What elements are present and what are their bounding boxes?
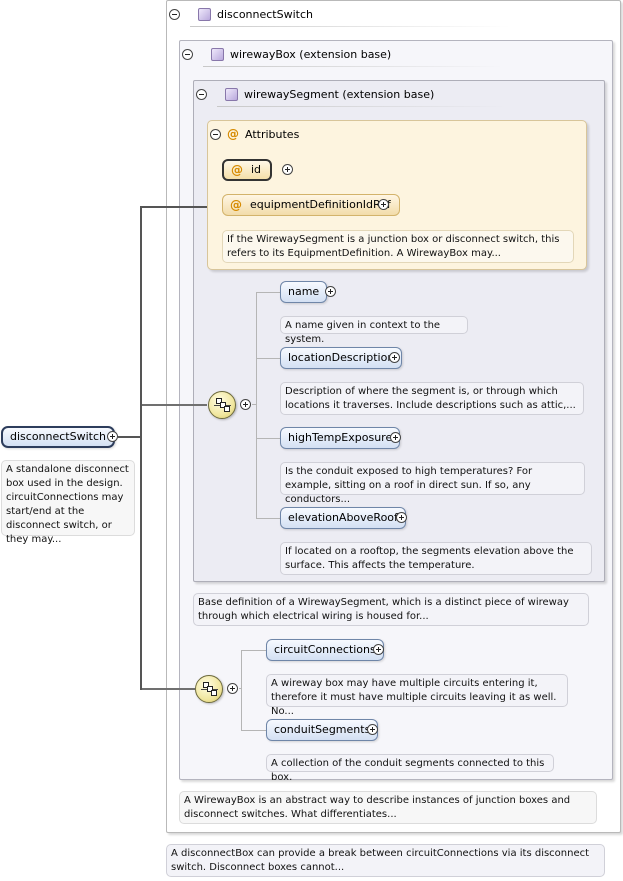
sequence-stub-line [239, 688, 242, 689]
doc-text: A standalone disconnect box used in the … [6, 464, 129, 545]
element-label: locationDescription [288, 351, 395, 364]
element-location-description[interactable]: locationDescription [280, 347, 403, 369]
attributes-title: Attributes [245, 127, 300, 141]
branch-line [256, 518, 280, 519]
disconnect-switch-type-title: disconnectSwitch [217, 8, 313, 21]
sequence-icon [195, 675, 223, 703]
collapse-icon[interactable] [196, 89, 207, 100]
doc-text: If the WirewaySegment is a junction box … [227, 234, 560, 259]
wireway-segment-header: wirewaySegment (extension base) [196, 88, 434, 101]
element-label: circuitConnections [274, 643, 376, 656]
collapse-icon[interactable] [107, 431, 118, 442]
expand-icon[interactable] [396, 512, 407, 523]
element-elevation-above-roof-doc: If located on a rooftop, the segments el… [280, 542, 592, 575]
collapse-icon[interactable] [182, 49, 193, 60]
expand-icon[interactable] [378, 199, 389, 210]
wireway-segment-doc: Base definition of a WirewaySegment, whi… [193, 593, 589, 626]
element-location-description-doc: Description of where the segment is, or … [280, 382, 584, 415]
wireway-segment-title: wirewaySegment (extension base) [244, 88, 435, 101]
title-underline [203, 66, 503, 67]
complex-type-icon [211, 48, 224, 61]
attribute-id-label: id [251, 163, 262, 176]
connector-line [141, 404, 207, 406]
element-circuit-connections-doc: A wireway box may have multiple circuits… [266, 674, 568, 717]
root-element-disconnect-switch[interactable]: disconnectSwitch [1, 426, 115, 448]
sequence-branch-line [256, 292, 257, 519]
element-label: elevationAboveRoof [288, 511, 398, 524]
root-connector-line [118, 436, 141, 438]
connector-line [141, 688, 195, 690]
branch-line [241, 730, 266, 731]
expand-icon[interactable] [367, 724, 378, 735]
doc-text: A WirewayBox is an abstract way to descr… [184, 795, 571, 820]
expand-icon[interactable] [390, 432, 401, 443]
sequence-icon [208, 391, 236, 419]
element-label: highTempExposure [288, 431, 393, 444]
doc-text: If located on a rooftop, the segments el… [285, 546, 574, 571]
element-circuit-connections[interactable]: circuitConnections [266, 639, 384, 661]
collapse-icon[interactable] [210, 128, 221, 140]
title-underline [190, 26, 510, 27]
attributes-connector-line [141, 206, 207, 208]
element-name-doc: A name given in context to the system. [280, 316, 468, 345]
branch-line [256, 358, 280, 359]
element-elevation-above-roof[interactable]: elevationAboveRoof [280, 507, 406, 529]
element-conduit-segments[interactable]: conduitSegments [266, 719, 379, 741]
doc-text: Description of where the segment is, or … [285, 386, 576, 411]
attribute-equipment-definition-id-ref[interactable]: @ equipmentDefinitionIdRef [222, 194, 400, 216]
attribute-icon: @ [227, 127, 239, 141]
collapse-icon[interactable] [169, 9, 180, 20]
collapse-icon[interactable] [227, 683, 238, 694]
element-label: conduitSegments [274, 723, 371, 736]
complex-type-icon [198, 8, 211, 21]
element-high-temp-exposure-doc: Is the conduit exposed to high temperatu… [280, 462, 585, 505]
attributes-header: @ Attributes [210, 127, 299, 141]
element-conduit-segments-doc: A collection of the conduit segments con… [266, 754, 554, 783]
expand-icon[interactable] [325, 286, 336, 297]
attribute-equipment-doc: If the WirewaySegment is a junction box … [222, 230, 574, 263]
disconnect-switch-type-doc: A disconnectBox can provide a break betw… [166, 844, 605, 877]
element-name[interactable]: name [280, 281, 328, 303]
wireway-box-header: wirewayBox (extension base) [182, 48, 391, 61]
doc-text: Base definition of a WirewaySegment, whi… [198, 597, 569, 622]
expand-icon[interactable] [389, 352, 400, 363]
attribute-equipment-label: equipmentDefinitionIdRef [250, 198, 391, 211]
collapse-icon[interactable] [240, 399, 251, 410]
expand-icon[interactable] [282, 164, 293, 175]
sequence-branch-line [241, 650, 242, 730]
wireway-box-doc: A WirewayBox is an abstract way to descr… [179, 791, 597, 824]
sequence-stub-line [252, 404, 256, 405]
branch-line [241, 650, 266, 651]
title-underline [217, 106, 507, 107]
doc-text: A disconnectBox can provide a break betw… [171, 848, 590, 873]
complex-type-icon [225, 88, 238, 101]
element-high-temp-exposure[interactable]: highTempExposure [280, 427, 401, 449]
disconnect-switch-type-header: disconnectSwitch [169, 8, 313, 21]
wireway-box-title: wirewayBox (extension base) [230, 48, 392, 61]
element-label: name [288, 285, 320, 298]
root-vertical-line [140, 206, 142, 690]
attribute-id[interactable]: @ id [222, 159, 273, 181]
expand-icon[interactable] [373, 644, 384, 655]
doc-text: A collection of the conduit segments con… [271, 758, 545, 783]
branch-line [256, 292, 280, 293]
root-element-doc: A standalone disconnect box used in the … [1, 460, 135, 545]
attribute-icon: @ [231, 163, 243, 177]
attribute-icon: @ [230, 198, 242, 212]
doc-text: A wireway box may have multiple circuits… [271, 678, 557, 717]
doc-text: Is the conduit exposed to high temperatu… [285, 466, 533, 505]
root-element-label: disconnectSwitch [10, 430, 106, 443]
branch-line [256, 438, 280, 439]
doc-text: A name given in context to the system. [285, 320, 441, 345]
